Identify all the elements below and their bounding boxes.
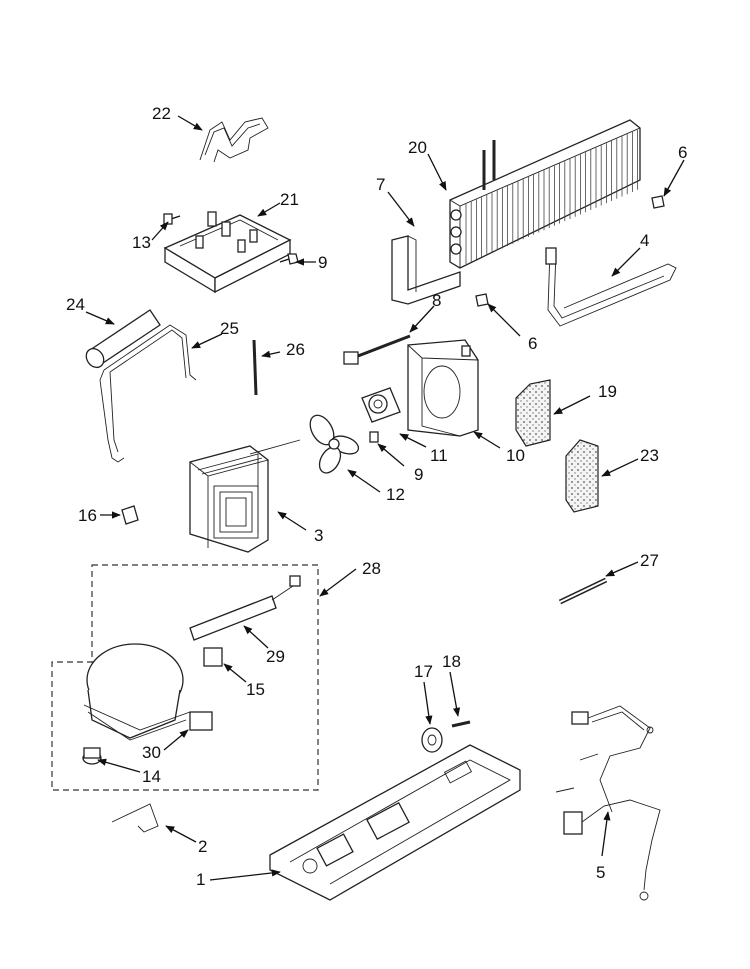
part-14-grommet xyxy=(82,747,102,765)
callout-21: 21 xyxy=(280,190,299,209)
callout-28: 28 xyxy=(362,559,381,578)
part-24-tube xyxy=(85,309,161,369)
part-27-tube xyxy=(558,577,608,605)
callout-26: 26 xyxy=(286,340,305,359)
callout-18: 18 xyxy=(442,652,461,671)
part-16-clip xyxy=(121,505,139,525)
callout-27: 27 xyxy=(640,551,659,570)
callout-1: 1 xyxy=(196,870,205,889)
callout-15: 15 xyxy=(246,680,265,699)
callout-5: 5 xyxy=(596,863,605,882)
part-3-condenser xyxy=(189,439,301,553)
callout-19: 19 xyxy=(598,382,617,401)
part-8-sensor xyxy=(343,334,411,365)
callout-6-lower: 6 xyxy=(528,334,537,353)
part-9-screw-lower xyxy=(369,431,379,443)
part-4-heater xyxy=(545,247,677,327)
callout-9-lower: 9 xyxy=(414,465,423,484)
part-18-screw xyxy=(451,720,471,728)
callout-13: 13 xyxy=(132,233,151,252)
callout-30: 30 xyxy=(142,743,161,762)
part-13-screw xyxy=(163,213,181,225)
part-19-foam xyxy=(515,379,551,447)
part-17-roller xyxy=(421,727,443,753)
part-11-fan-motor xyxy=(361,387,401,423)
callout-12: 12 xyxy=(386,485,405,504)
callout-3: 3 xyxy=(314,526,323,545)
callout-7: 7 xyxy=(376,175,385,194)
callout-16: 16 xyxy=(78,506,97,525)
part-5-wire-harness xyxy=(555,705,661,901)
part-30-overload xyxy=(189,711,213,731)
callout-11: 11 xyxy=(430,446,448,465)
part-21-control-box xyxy=(163,211,292,294)
part-15-relay xyxy=(203,647,223,667)
part-23-foam xyxy=(565,439,599,513)
part-28-compressor-kit-outline xyxy=(51,564,319,791)
callout-labels: 22 20 6 7 21 13 9 4 8 24 25 6 26 19 11 1… xyxy=(66,104,687,889)
callout-29: 29 xyxy=(266,647,285,666)
part-10-fan-shroud xyxy=(407,339,479,437)
part-26-rod xyxy=(252,339,258,396)
part-12-fan-blade xyxy=(309,414,360,474)
callout-23: 23 xyxy=(640,446,659,465)
callout-24: 24 xyxy=(66,295,85,314)
part-29-drier xyxy=(189,575,301,641)
leader-lines xyxy=(85,115,685,881)
part-2-wire-clip xyxy=(111,803,159,833)
callout-6-upper: 6 xyxy=(678,143,687,162)
part-25-drain-tube xyxy=(99,324,197,463)
part-22-wire-bracket xyxy=(199,117,269,163)
callout-10: 10 xyxy=(506,446,525,465)
part-6-screw-lower xyxy=(475,293,489,307)
part-compressor xyxy=(83,643,191,741)
callout-22: 22 xyxy=(152,104,171,123)
part-6-screw-right xyxy=(651,195,665,209)
callout-8: 8 xyxy=(432,291,441,310)
callout-14: 14 xyxy=(142,767,161,786)
callout-2: 2 xyxy=(198,837,207,856)
callout-4: 4 xyxy=(640,231,649,250)
callout-17: 17 xyxy=(414,662,433,681)
callout-9-upper: 9 xyxy=(318,253,327,272)
part-7-bracket xyxy=(391,235,461,305)
callout-25: 25 xyxy=(220,319,239,338)
part-20-evaporator xyxy=(449,119,641,269)
part-1-base-pan xyxy=(269,744,521,901)
callout-20: 20 xyxy=(408,138,427,157)
